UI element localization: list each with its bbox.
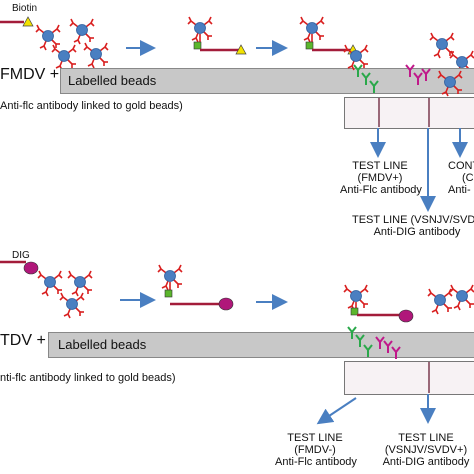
dig-label: DIG	[12, 250, 30, 261]
bottom-test-prefix: TDV +	[0, 332, 46, 349]
dig-tag-icon	[398, 309, 414, 323]
top-test-line-1: TEST LINE (FMDV+) Anti-Flc antibody	[340, 160, 422, 196]
antigen-complex-icon	[35, 24, 61, 51]
flc-box-icon	[164, 289, 173, 298]
antigen-complex-icon	[37, 270, 63, 297]
bottom-strip-label: Labelled beads	[58, 337, 147, 352]
antigen-complex-icon	[427, 288, 453, 315]
bottom-test-line-2: TEST LINE (VSNJV/SVDV+) Anti-DIG antibod…	[382, 432, 470, 468]
biotin-tag-icon	[22, 16, 34, 27]
bottom-test-line-1: TEST LINE (FMDV-) Anti-Flc antibody	[275, 432, 357, 468]
antigen-complex-icon	[449, 284, 474, 311]
antigen-complex-icon	[59, 292, 85, 319]
antigen-complex-icon	[69, 18, 95, 45]
bottom-test-band	[428, 362, 430, 393]
bottom-beads-note: nti-flc antibody linked to gold beads)	[0, 372, 176, 384]
biotin-tag-icon	[235, 44, 247, 55]
top-test-band	[428, 98, 430, 127]
top-membrane	[344, 97, 474, 129]
top-control-line: CONTR (C Anti-	[448, 160, 474, 196]
top-beads-note: Anti-flc antibody linked to gold beads)	[0, 100, 183, 112]
dig-tag-icon	[23, 261, 39, 275]
flc-box-icon	[350, 307, 359, 316]
flc-box-icon	[305, 41, 314, 50]
bottom-membrane	[344, 361, 474, 395]
top-test-line-2: TEST LINE (VSNJV/SVDV+) Anti-DIG antibod…	[352, 214, 474, 238]
top-test-band	[378, 98, 380, 127]
top-strip-label: Labelled beads	[68, 73, 157, 88]
biotin-label: Biotin	[12, 3, 38, 14]
bottom-test-strip	[48, 332, 474, 358]
top-test-prefix: FMDV +	[0, 66, 60, 83]
dig-tag-icon	[218, 297, 234, 311]
antigen-complex-icon	[67, 270, 93, 297]
antigen-complex-icon	[83, 42, 109, 69]
top-panel	[0, 16, 474, 77]
flc-box-icon	[193, 41, 202, 50]
antigen-complex-icon	[429, 32, 455, 59]
bottom-panel	[0, 260, 474, 323]
